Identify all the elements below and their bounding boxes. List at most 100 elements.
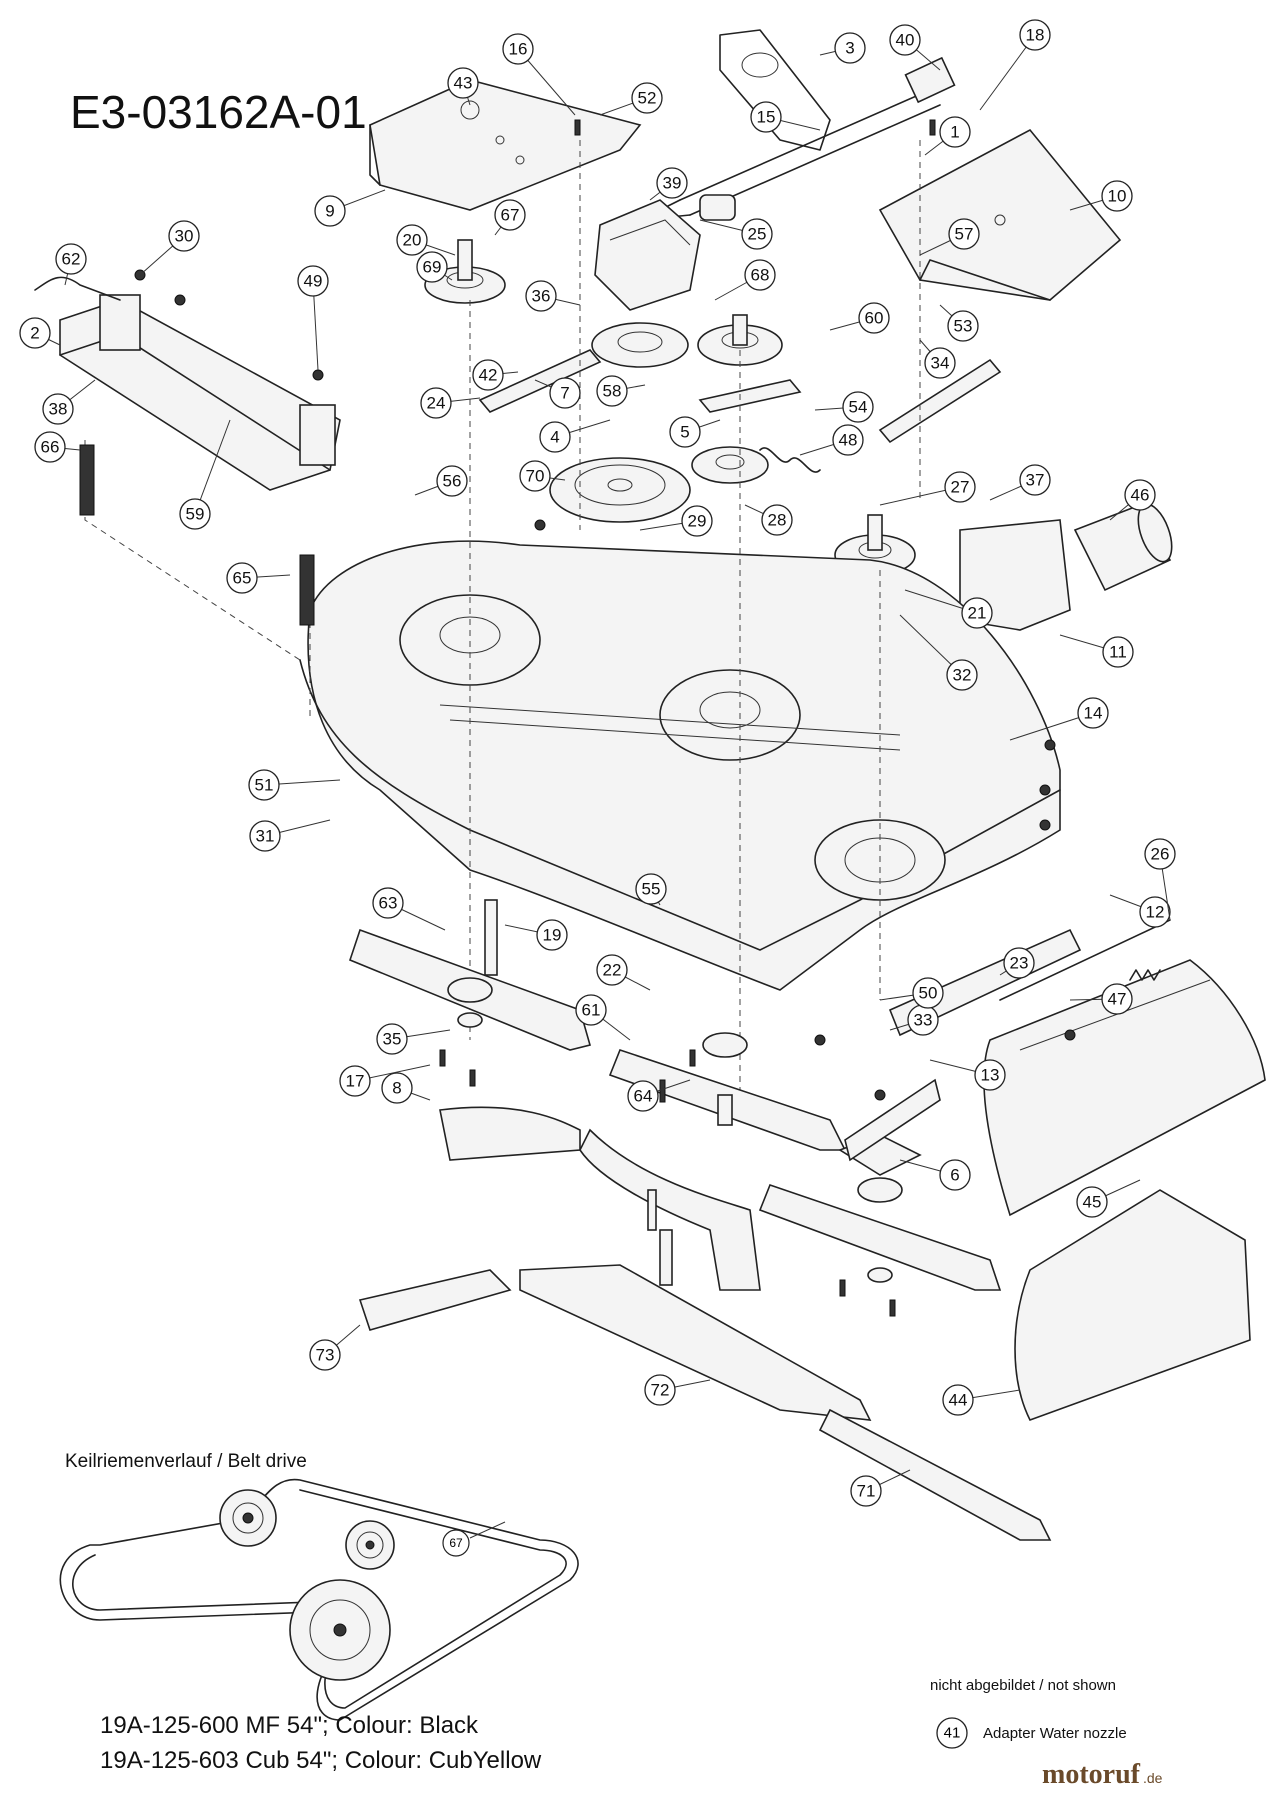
not-shown-label: nicht abgebildet / not shown <box>930 1677 1116 1694</box>
callout-22: 22 <box>596 954 651 991</box>
assembly-centerlines <box>84 140 921 1090</box>
callout-58: 58 <box>596 375 646 407</box>
svg-text:.de: .de <box>1143 1770 1163 1786</box>
not-shown-item: 41 Adapter Water nozzle <box>936 1717 1127 1749</box>
svg-text:61: 61 <box>582 1001 601 1020</box>
callout-51: 51 <box>248 769 341 801</box>
callout-31: 31 <box>249 819 331 852</box>
svg-text:18: 18 <box>1026 26 1045 45</box>
gearbox <box>594 194 736 311</box>
callout-37: 37 <box>989 464 1051 501</box>
svg-text:19: 19 <box>543 926 562 945</box>
callout-57: 57 <box>919 218 980 256</box>
svg-text:48: 48 <box>839 431 858 450</box>
svg-text:17: 17 <box>346 1072 365 1091</box>
idler-pulley-center <box>591 322 689 368</box>
svg-text:58: 58 <box>603 382 622 401</box>
svg-text:69: 69 <box>423 258 442 277</box>
svg-text:32: 32 <box>953 666 972 685</box>
svg-text:22: 22 <box>603 961 622 980</box>
callout-21: 21 <box>904 589 993 629</box>
discharge-chute <box>983 959 1266 1217</box>
svg-text:34: 34 <box>931 354 950 373</box>
callout-48: 48 <box>799 424 864 456</box>
belt-cover-right <box>878 128 1122 301</box>
rod <box>999 919 1171 1001</box>
svg-text:35: 35 <box>383 1030 402 1049</box>
callout-6: 6 <box>899 1159 971 1191</box>
svg-text:59: 59 <box>186 505 205 524</box>
svg-text:30: 30 <box>175 227 194 246</box>
callout-30: 30 <box>139 220 200 276</box>
front-bracket-lower <box>358 1269 512 1331</box>
svg-text:51: 51 <box>255 776 274 795</box>
svg-text:29: 29 <box>688 512 707 531</box>
svg-text:46: 46 <box>1131 486 1150 505</box>
svg-text:39: 39 <box>663 174 682 193</box>
callout-70: 70 <box>519 460 566 492</box>
callout-4: 4 <box>539 419 611 453</box>
svg-text:11: 11 <box>1109 643 1127 662</box>
svg-text:40: 40 <box>896 31 915 50</box>
callout-5: 5 <box>669 416 721 448</box>
svg-text:65: 65 <box>233 569 252 588</box>
side-skid <box>844 1078 941 1162</box>
belt-cover-left <box>369 79 642 211</box>
callout-49: 49 <box>297 265 329 371</box>
svg-text:26: 26 <box>1151 845 1170 864</box>
svg-text:1: 1 <box>950 123 959 142</box>
callout-18: 18 <box>979 19 1051 111</box>
callout-56: 56 <box>414 465 468 497</box>
svg-text:24: 24 <box>427 394 446 413</box>
svg-text:56: 56 <box>443 472 462 491</box>
deflector-shield <box>1014 1189 1251 1421</box>
svg-text:62: 62 <box>62 250 81 269</box>
callout-39: 39 <box>649 167 688 201</box>
svg-text:2: 2 <box>30 324 39 343</box>
svg-text:53: 53 <box>954 317 973 336</box>
svg-text:12: 12 <box>1146 903 1165 922</box>
svg-text:motoruf: motoruf <box>1042 1759 1141 1790</box>
callout-11: 11 <box>1059 634 1134 668</box>
callout-19: 19 <box>504 919 568 951</box>
callout-27: 27 <box>879 471 976 506</box>
callout-60: 60 <box>829 302 890 334</box>
svg-text:60: 60 <box>865 309 884 328</box>
callout-63: 63 <box>372 887 446 931</box>
callout-54: 54 <box>814 391 874 423</box>
fasteners <box>79 119 1076 1317</box>
idler-pulley-mid <box>691 446 769 484</box>
belt-drive-inset: 67 <box>59 1478 579 1721</box>
front-bracket-bar <box>519 1264 1052 1541</box>
callout-17: 17 <box>339 1064 431 1097</box>
callout-44: 44 <box>942 1384 1021 1416</box>
model-line-1: 19A-125-600 MF 54"; Colour: Black <box>100 1712 479 1739</box>
callout-66: 66 <box>34 431 81 463</box>
spring <box>1129 969 1161 981</box>
svg-text:38: 38 <box>49 400 68 419</box>
deck-hanger-frame <box>34 276 341 491</box>
svg-text:16: 16 <box>509 40 528 59</box>
callout-10: 10 <box>1069 180 1133 212</box>
callout-71: 71 <box>850 1469 911 1507</box>
callout-38: 38 <box>42 379 96 425</box>
callout-67: 67 <box>494 199 526 236</box>
callout-43: 43 <box>447 67 479 106</box>
callout-33: 33 <box>889 1004 939 1036</box>
spindle-center <box>702 1032 748 1126</box>
svg-text:45: 45 <box>1083 1193 1102 1212</box>
svg-text:49: 49 <box>304 272 323 291</box>
svg-text:36: 36 <box>532 287 551 306</box>
callout-40: 40 <box>889 24 941 71</box>
svg-text:57: 57 <box>955 225 974 244</box>
svg-text:25: 25 <box>748 225 767 244</box>
svg-text:8: 8 <box>392 1079 401 1098</box>
callout-34: 34 <box>919 339 956 379</box>
svg-text:3: 3 <box>845 39 854 58</box>
diagram-id: E3-03162A-01 <box>70 86 367 138</box>
callout-45: 45 <box>1076 1179 1141 1218</box>
svg-text:23: 23 <box>1010 954 1029 973</box>
callout-64: 64 <box>627 1079 691 1112</box>
